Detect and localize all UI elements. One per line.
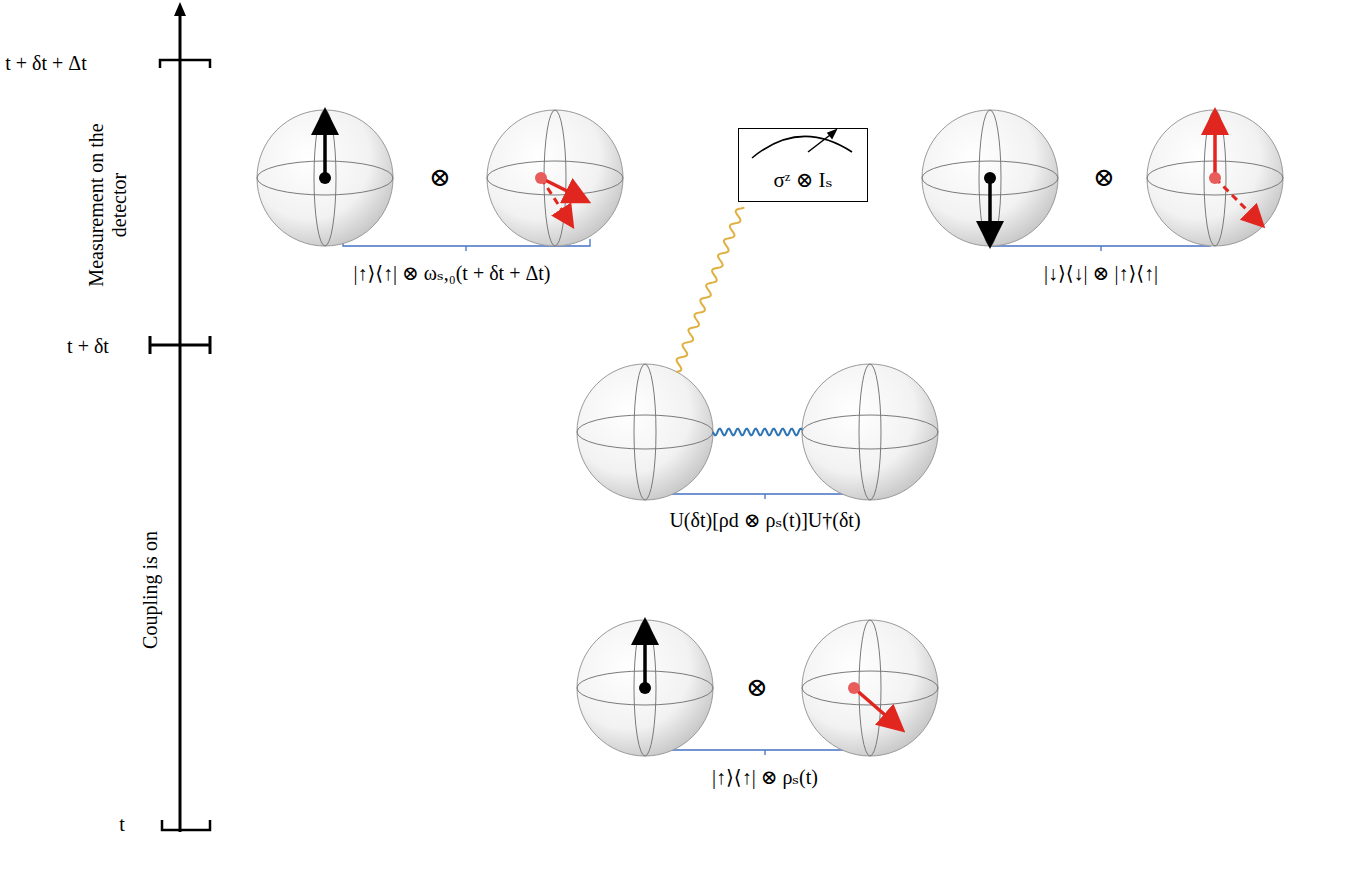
bloch-sphere	[257, 110, 393, 246]
state-vector	[854, 688, 900, 728]
tensor-symbol: ⊗	[1093, 163, 1115, 193]
state-vector	[988, 178, 992, 242]
group-bracket	[343, 239, 1210, 755]
meter-dial	[752, 130, 852, 158]
bloch-sphere	[487, 110, 623, 246]
state-vector	[541, 178, 571, 224]
vector-origin	[848, 682, 860, 694]
state-caption: U(δt)[ρd ⊗ ρₛ(t)]U†(δt)	[669, 509, 860, 532]
state-caption: |↓⟩⟨↓| ⊗ |↑⟩⟨↑|	[1044, 262, 1158, 285]
state-vector	[643, 624, 647, 688]
meter-box: σᶻ ⊗ Iₛ	[738, 128, 868, 202]
wavy-link	[676, 208, 744, 372]
state-vector	[1215, 178, 1261, 224]
wavy-link	[713, 429, 802, 436]
vector-origin	[1209, 172, 1221, 184]
phase-label: Measurement on the detector	[85, 118, 131, 293]
bloch-spheres	[257, 110, 1283, 756]
tensor-symbol: ⊗	[429, 163, 451, 193]
vector-origin	[639, 682, 651, 694]
state-caption: |↑⟩⟨↑| ⊗ ωₛ,₀(t + δt + Δt)	[353, 262, 550, 285]
phase-label: Coupling is on	[139, 531, 162, 649]
bloch-sphere	[577, 620, 713, 756]
bloch-sphere	[577, 364, 713, 500]
operator-label: σᶻ ⊗ Iₛ	[773, 168, 832, 201]
vector-origin	[535, 172, 547, 184]
state-vector	[323, 114, 327, 178]
time-tick: t	[119, 813, 125, 836]
time-tick: t + δt	[67, 335, 109, 358]
bloch-sphere	[802, 364, 938, 500]
tensor-symbol: ⊗	[746, 673, 768, 703]
coupling-waves	[676, 208, 802, 436]
time-tick: t + δt + Δt	[5, 52, 87, 75]
state-caption: |↑⟩⟨↑| ⊗ ρₛ(t)	[712, 766, 818, 789]
time-axis	[150, 2, 210, 832]
bloch-sphere	[802, 620, 938, 756]
vector-origin	[984, 172, 996, 184]
vector-origin	[319, 172, 331, 184]
bloch-sphere	[922, 110, 1058, 246]
state-vector	[1213, 114, 1217, 178]
bloch-sphere	[1147, 110, 1283, 246]
